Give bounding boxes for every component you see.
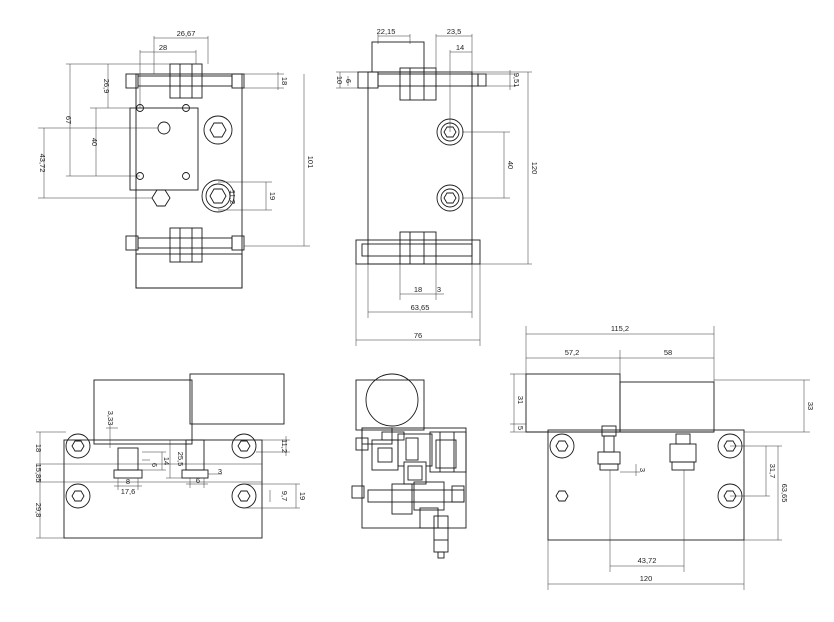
front-dim-101: 101 [306,156,315,169]
bl-dim-14: 14 [162,457,171,465]
bl-dim-15-85: 15,85 [34,464,43,483]
bottom-right-view [525,373,745,541]
side-dim-3: 3 [437,285,441,294]
br-dim-31-7: 31,7 [768,464,777,479]
bl-dim-9-7: 9,7 [280,491,289,501]
side-dim-10: 10 [335,76,344,84]
br-dim-63-65: 63,65 [780,484,789,503]
end-view [351,373,467,559]
front-view-dimensions: 26,67 28 18 26,9 67 40 43,72 101 11,2 19 [38,29,315,247]
front-dim-67: 67 [64,116,73,124]
br-dim-115-2: 115,2 [611,324,629,333]
side-dim-22-15: 22,15 [377,27,396,36]
bl-dim-25-5: 25,5 [176,452,185,467]
br-dim-57-2: 57,2 [565,348,580,357]
front-dim-19: 19 [268,192,277,200]
side-dim-18: 18 [414,285,422,294]
br-dim-33: 33 [806,402,815,410]
bl-dim-18: 18 [34,444,43,452]
side-dim-76: 76 [414,331,422,340]
side-dim-6: 6 [344,79,353,83]
bl-dim-6a: 6 [150,463,159,467]
bl-dim-17-6: 17,6 [121,487,136,496]
front-dim-18: 18 [280,77,289,85]
bl-dim-6b: 6 [196,476,200,485]
front-dim-26-67: 26,67 [177,29,196,38]
br-dim-58: 58 [664,348,672,357]
br-dim-43-72: 43,72 [638,556,657,565]
bl-dim-29-8: 29,8 [34,503,43,518]
front-dim-11-2: 11,2 [228,190,237,204]
side-view [355,41,487,265]
front-view [125,63,245,289]
side-dim-40: 40 [506,161,515,169]
br-dim-5: 5 [516,426,525,430]
bl-dim-3: 3 [218,467,222,476]
side-dim-23-5: 23,5 [447,27,462,36]
bottom-right-view-dimensions: 115,2 57,2 58 31 5 33 3 31,7 63,65 43,72… [510,324,815,590]
front-dim-28: 28 [159,43,167,52]
br-dim-31: 31 [516,396,525,404]
side-dim-120: 120 [530,162,539,175]
side-dim-14: 14 [456,43,464,52]
front-dim-40: 40 [90,138,99,146]
front-dim-43-72: 43,72 [38,154,47,173]
side-dim-9-51: 9,51 [512,73,521,88]
bl-dim-3-33: 3,33 [106,411,115,426]
bl-dim-8: 8 [126,477,130,486]
bottom-left-view [63,373,285,539]
front-dim-26-9: 26,9 [102,79,111,94]
bottom-left-view-dimensions: 3,33 18 15,85 29,8 14 6 25,5 8 17,6 6 3 … [34,411,307,539]
side-view-dimensions: 22,15 23,5 14 10 6 9,51 120 40 18 3 63,6… [335,27,539,346]
br-dim-3: 3 [638,468,647,472]
br-dim-120: 120 [640,574,653,583]
bl-dim-11-2: 11,2 [280,439,289,453]
bl-dim-19: 19 [298,492,307,500]
side-dim-63-65: 63,65 [411,303,430,312]
